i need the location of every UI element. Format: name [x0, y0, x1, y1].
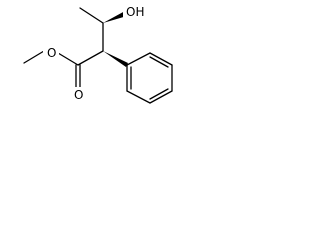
ring-inner-double-bond — [149, 88, 169, 100]
hydroxyl-label: OH — [126, 5, 144, 19]
bond-ester-oxygen-methyl — [23, 50, 45, 64]
ring-bond — [126, 90, 151, 104]
bond-methyl-c3 — [79, 7, 104, 24]
ring-inner-double-bond — [149, 56, 169, 68]
molecule-structure: OH O O — [23, 3, 173, 104]
ring-bond — [149, 52, 173, 66]
ester-oxygen-label: O — [47, 46, 56, 60]
phenyl-ring — [126, 52, 173, 104]
bond-carbonyl-carbon-ester-oxygen — [57, 52, 79, 66]
bond-c2-carbonyl-carbon — [77, 50, 104, 66]
ring-bond — [149, 90, 173, 104]
carbonyl-oxygen-label: O — [74, 88, 83, 102]
wedge-bond-c2-phenyl — [103, 51, 128, 67]
ring-bond — [126, 52, 151, 66]
wedge-bond-c3-oh — [103, 11, 127, 23]
